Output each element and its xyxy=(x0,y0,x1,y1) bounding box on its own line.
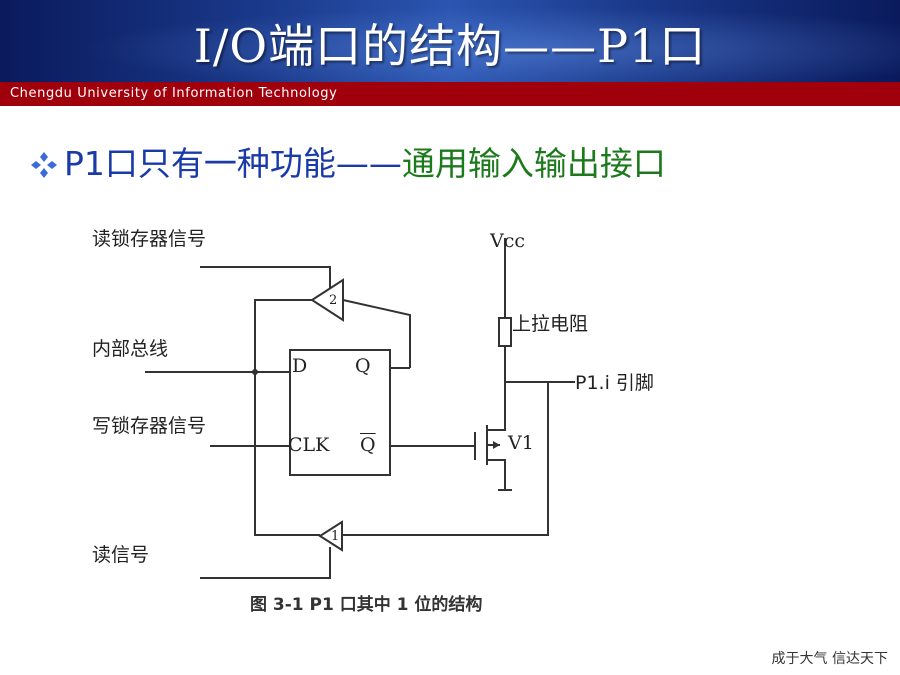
label-q: Q xyxy=(355,355,371,377)
read-latch-line xyxy=(200,266,331,295)
bullet-text-main: P1口只有一种功能—— xyxy=(64,144,402,183)
circuit-diagram xyxy=(145,238,575,579)
figure-caption: 图 3-1 P1 口其中 1 位的结构 xyxy=(250,595,483,615)
pullup-resistor xyxy=(498,317,512,347)
label-qbar: Q xyxy=(360,434,376,456)
source-down xyxy=(487,459,506,490)
label-read-pin: 读信号 xyxy=(92,544,150,566)
label-buffer-2: 2 xyxy=(329,293,338,308)
bullet-point: P1口只有一种功能——通用输入输出接口 xyxy=(30,142,666,186)
label-internal-bus: 内部总线 xyxy=(92,338,169,360)
bus-junction-dot xyxy=(252,369,258,375)
label-v1: V1 xyxy=(508,432,534,454)
bus-to-buffer1 xyxy=(254,370,320,536)
title-bar: I/O端口的结构——P1口 xyxy=(0,0,900,82)
university-name: Chengdu University of Information Techno… xyxy=(10,86,338,101)
label-buffer-1: 1 xyxy=(331,529,340,544)
label-read-latch: 读锁存器信号 xyxy=(92,228,207,250)
p1-structure-diagram: 读锁存器信号 内部总线 写锁存器信号 读信号 Vcc 上拉电阻 P1.i 引脚 … xyxy=(80,210,700,630)
latch-box xyxy=(289,349,391,476)
drain xyxy=(487,390,506,431)
title-bar-glow xyxy=(0,0,900,82)
buffer-1 xyxy=(318,520,343,552)
read-pin-line xyxy=(200,547,331,579)
label-pullup: 上拉电阻 xyxy=(512,313,589,335)
label-vcc: Vcc xyxy=(490,230,526,252)
label-pin: P1.i 引脚 xyxy=(575,372,654,394)
label-clk: CLK xyxy=(288,434,330,456)
bullet-text-highlight: 通用输入输出接口 xyxy=(401,144,666,183)
footer-slogan: 成于大气 信达天下 xyxy=(771,651,888,667)
slide-title: I/O端口的结构——P1口 xyxy=(193,19,707,73)
diamond-bullet-icon xyxy=(30,142,64,190)
transistor-arrow-icon xyxy=(493,441,500,449)
pin-to-buffer1 xyxy=(338,382,549,536)
buffer-2 xyxy=(310,278,344,322)
university-band: Chengdu University of Information Techno… xyxy=(0,82,900,106)
label-d: D xyxy=(292,355,308,377)
buf2-left-wire xyxy=(254,299,312,370)
label-write-latch: 写锁存器信号 xyxy=(92,415,207,437)
